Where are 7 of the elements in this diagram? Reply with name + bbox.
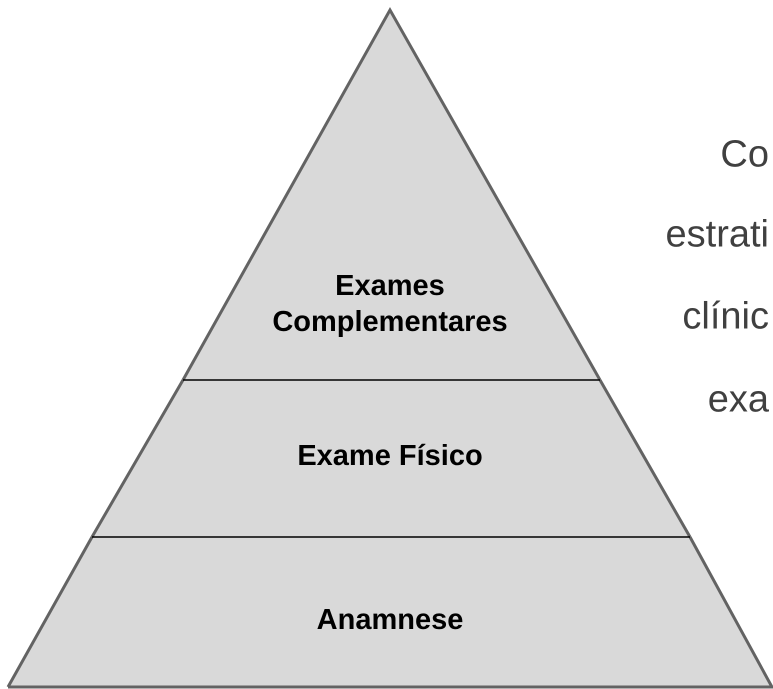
band-label: Anamnese: [316, 603, 464, 638]
side-text: exa: [708, 378, 769, 422]
band-label: Exames Complementares: [271, 269, 509, 340]
side-text: Co: [720, 134, 769, 176]
side-text: clínic: [682, 296, 769, 338]
side-text: estrati: [666, 214, 769, 256]
band-label: Exame Físico: [297, 439, 483, 474]
